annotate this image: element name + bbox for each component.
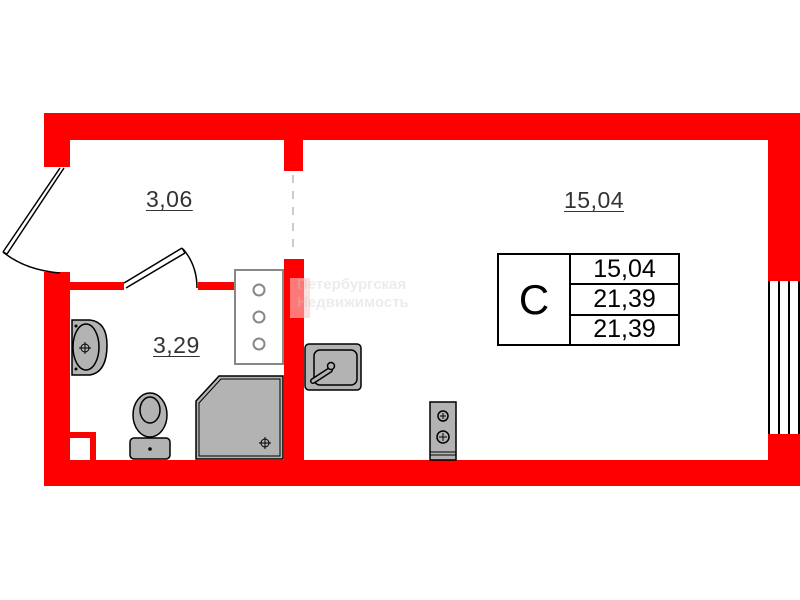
left-wall-lower	[44, 272, 70, 486]
bathroom-partition-right	[198, 282, 234, 290]
right-wall-upper	[768, 113, 800, 281]
entrance-door-icon	[2, 167, 65, 274]
bathroom-sink-icon	[71, 319, 108, 376]
right-wall-lower	[768, 434, 800, 486]
legend-values: 15,04 21,39 21,39	[571, 255, 678, 344]
bathroom-area-label: 3,29	[153, 332, 200, 358]
washing-machine-icon	[234, 269, 284, 365]
bathroom-door-icon	[123, 247, 198, 289]
living-room-area-label: 15,04	[564, 187, 625, 213]
area-legend-table: С 15,04 21,39 21,39	[497, 253, 680, 346]
stove-icon	[429, 401, 457, 461]
watermark-logo-icon	[290, 278, 310, 318]
window-icon	[768, 281, 800, 434]
total-area-value: 21,39	[571, 285, 678, 316]
bottom-wall	[44, 460, 800, 486]
living-area-value: 15,04	[571, 255, 678, 286]
apartment-type-letter: С	[499, 255, 571, 344]
toilet-icon	[129, 392, 171, 460]
left-wall-upper-stub	[44, 113, 70, 167]
watermark-line2: Недвижимость	[297, 294, 409, 311]
watermark-line1: Петербургская	[297, 276, 407, 293]
shower-tray-icon	[195, 375, 284, 460]
hallway-area-label: 3,06	[146, 186, 193, 212]
bathroom-partition-left	[70, 282, 124, 290]
bathroom-niche-box	[70, 432, 96, 438]
kitchen-sink-icon	[304, 343, 362, 391]
middle-wall-stub	[284, 113, 303, 171]
total-area-with-balcony-value: 21,39	[593, 315, 656, 344]
top-wall	[44, 113, 800, 140]
bathroom-niche-post	[90, 432, 96, 460]
watermark: Петербургская Недвижимость	[297, 276, 409, 312]
